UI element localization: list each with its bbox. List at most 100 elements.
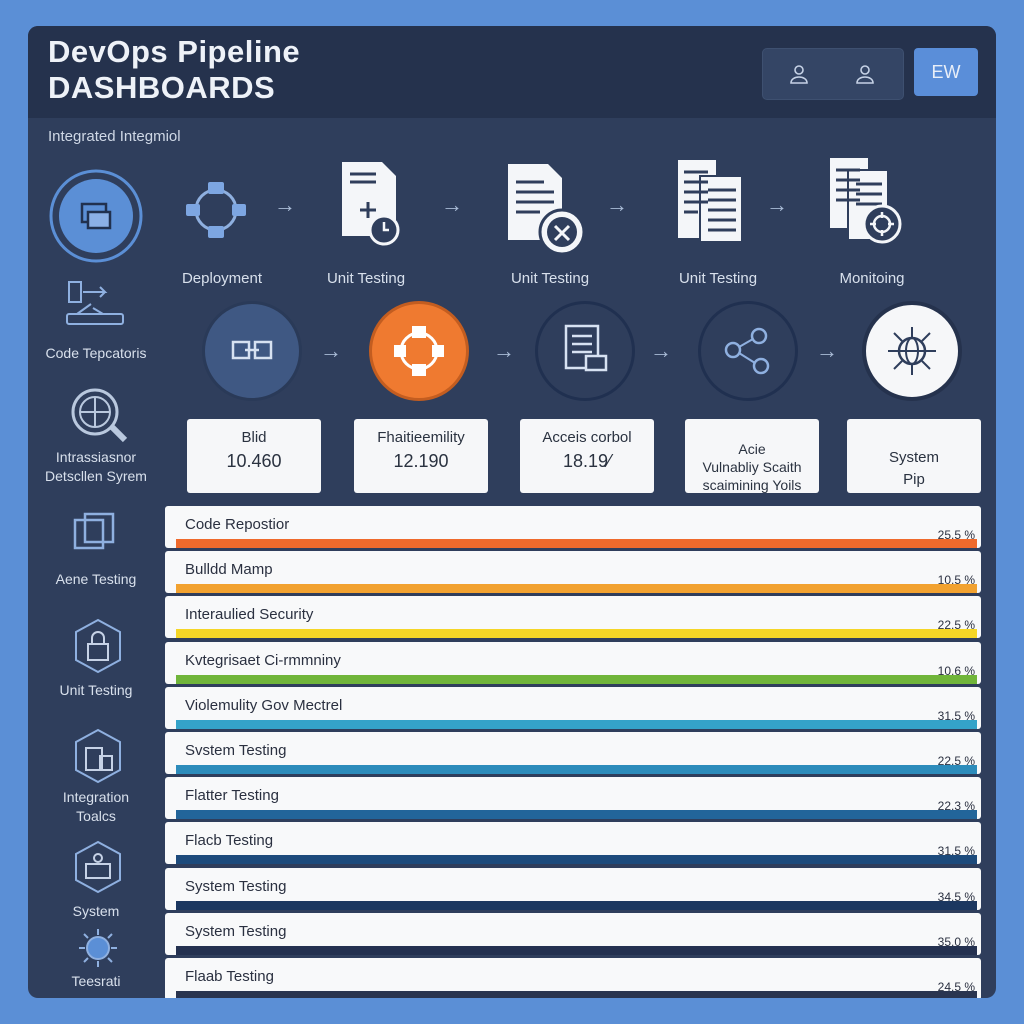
section-label: Integrated Integmiol [48,128,181,145]
metric-card[interactable]: System Pip [847,419,981,493]
progress-row-percent: 10.6 % [937,663,975,678]
progress-row[interactable]: Flacb Testing 31.5 % [165,822,981,865]
stage-arrow-icon: → [650,338,672,363]
progress-bar [176,584,977,594]
flow-arrow-icon: → [274,192,296,217]
progress-bar [176,900,977,910]
progress-bar [176,539,977,548]
sidebar-item-label: Teesrati [71,973,121,989]
gears-network-icon [724,327,770,375]
progress-row[interactable]: Kvtegrisaet Ci-rmmniny 10.6 % [165,641,981,684]
metric-value: 18.19⁄ [562,451,612,471]
stage-arrow-icon: → [816,338,838,363]
progress-row-label: Flatter Testing [185,787,279,805]
metric-value: 12.190 [393,451,449,471]
sidebar-item-label: Intrassiasnor Detscllen Syrem [45,449,147,484]
progress-row[interactable]: Interaulied Security 22.5 % [165,596,981,639]
integration-hub-icon[interactable] [48,168,144,264]
system-icon[interactable] [68,838,128,896]
progress-row-percent: 22.5 % [937,618,975,633]
progress-bar [176,765,977,774]
progress-row-label: Bulldd Mamp [185,561,273,579]
progress-row-label: Flacb Testing [185,832,274,850]
header-action-button[interactable]: EW [914,48,978,96]
progress-row-label: Interaulied Security [185,606,314,624]
metric-card[interactable]: Acceis corbol 18.19⁄ [520,419,654,493]
progress-row-percent: 24.5 % [937,980,975,994]
code-repository-icon[interactable] [63,278,129,334]
stage-arrow-icon: → [320,338,342,363]
progress-row[interactable]: System Testing 34.5 % [165,867,981,910]
chain-link-icon [231,340,273,360]
documents-stack-icon[interactable] [674,156,746,246]
header-user-group [762,48,904,100]
progress-bar [176,991,977,998]
header-bar: DevOps Pipeline DASHBOARDS EW [28,26,996,118]
progress-row-label: Svstem Testing [185,742,287,759]
document-add-icon[interactable] [338,158,404,248]
report-doc-icon [564,324,608,372]
metric-label: Acie Vulnabliy Scaith scaimining Yoils [702,441,802,493]
progress-row-percent: 22.5 % [937,754,975,768]
progress-bar [176,855,977,865]
flow-arrow-icon: → [766,192,788,217]
stage-circle-build[interactable] [202,301,302,401]
integration-icon[interactable] [68,726,128,786]
metric-label: Acceis corbol [542,429,632,446]
flow-step-label: Unit Testing [510,270,590,287]
progress-row-label: Kvtegrisaet Ci-rmmniny [185,651,341,669]
user-lock-icon[interactable] [787,62,811,86]
layers-icon[interactable] [71,510,123,554]
progress-row-percent: 22.3 % [937,799,975,814]
progress-row-percent: 35.0 % [937,934,975,949]
sidebar-item-label: Aene Testing [55,571,137,587]
metric-label: Fhaitieemility [377,429,465,446]
sidebar-item-label: System [72,903,120,919]
flow-step-label: Unit Testing [678,270,758,287]
monitoring-docs-icon[interactable] [826,154,908,250]
progress-row[interactable]: Flatter Testing 22.3 % [165,777,981,820]
user-profile-icon[interactable] [853,62,877,86]
metric-card[interactable]: Fhaitieemility 12.190 [354,419,488,493]
dashboard-frame: DevOps Pipeline DASHBOARDS EW Integrated… [28,26,996,998]
stage-arrow-icon: → [493,338,515,363]
sidebar-item-label: Integration Toalcs [62,789,130,824]
progress-row[interactable]: Bulldd Mamp 10.5 % [165,551,981,594]
flow-step-label: Monitoing [839,270,905,287]
metric-label: Blid [241,429,267,446]
progress-row-label: System Testing [185,922,287,940]
metric-card[interactable]: Blid 10.460 [187,419,321,493]
deployment-network-icon[interactable] [180,174,252,246]
lock-network-icon[interactable] [68,616,128,676]
cycle-nodes-icon [394,326,444,376]
flow-step-label: Unit Testing [326,270,406,287]
stage-circle-system[interactable] [862,301,962,401]
progress-bar [176,945,977,955]
progress-bar [176,719,977,729]
progress-row[interactable]: System Testing 35.0 % [165,912,981,955]
metric-card[interactable]: Acie Vulnabliy Scaith scaimining Yoils [685,419,819,493]
progress-row-label: Code Repostior [185,516,290,533]
flow-step-label: Deployment [181,270,263,287]
gear-sun-icon[interactable] [76,926,120,970]
stage-circle-active[interactable] [369,301,469,401]
page-title-line2: DASHBOARDS [48,70,276,105]
intrusion-detection-icon[interactable] [65,384,137,448]
progress-row-percent: 31.5 % [937,844,975,859]
stage-circle-test[interactable] [535,301,635,401]
flow-arrow-icon: → [441,192,463,217]
progress-row-percent: 10.5 % [937,573,975,588]
stage-circle-security[interactable] [698,301,798,401]
document-tools-icon[interactable] [504,160,590,256]
progress-row-percent: 34.5 % [937,889,975,904]
progress-bar [176,629,977,639]
flow-arrow-icon: → [606,192,628,217]
page-title-line1: DevOps Pipeline [48,34,301,69]
progress-row[interactable]: Svstem Testing 22.5 % [165,732,981,774]
progress-bar [176,674,977,684]
progress-row-percent: 31.5 % [937,708,975,723]
progress-row-label: System Testing [185,877,287,895]
